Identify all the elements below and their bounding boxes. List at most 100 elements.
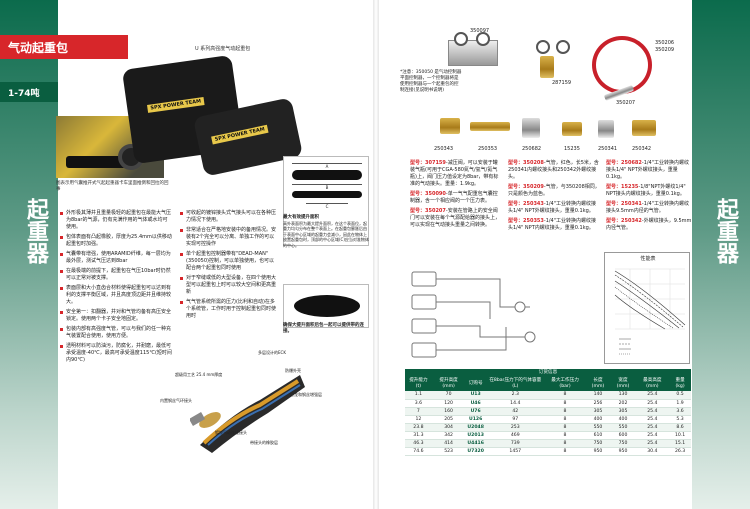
feature-bullet: 单个起重包控制器带有"DEAD-MAN" (350050)控制，可以单独使用，也… xyxy=(180,251,278,272)
left-vertical-title: 起重器 xyxy=(23,198,48,264)
forklift-caption: 图表示用气囊推开式气起起重器卡车里面推倒和回拉的回事 xyxy=(56,181,169,192)
controller-note: *注意：350050 是气动控制器平面控制器，一个控制器将是使用控制器与一个起重… xyxy=(400,70,462,93)
table-cell: U2048 xyxy=(465,423,486,432)
table-header-row: 提升能力(t)提升高度(mm)订购号在8bar压力下的气体容量(L)最大工作压力… xyxy=(405,377,691,391)
feature-bullet: 外形极其薄并且重量极轻的起重包在最能大气压为8bar的气源，仍有充满作用的气体或… xyxy=(60,210,172,231)
performance-chart-title: 性能表 xyxy=(640,256,656,262)
fitting-photo xyxy=(470,122,510,131)
table-group-label: 订货信息 xyxy=(405,369,691,377)
table-cell: 140 xyxy=(585,391,611,400)
table-cell: 8 xyxy=(544,423,586,432)
lifting-bags-photo: SPX POWER TEAM SPX POWER TEAM xyxy=(121,52,308,177)
table-cell: 2.3 xyxy=(485,391,545,400)
table-cell: 23.8 xyxy=(405,423,432,432)
model-number: 15235 xyxy=(621,184,639,190)
table-cell: 42 xyxy=(485,407,545,416)
dim-a: A xyxy=(292,163,362,169)
lift-area-note-text: 高外表面积为最大提升面积，在这个表面位，起重力均匀分布在整个表面上。在起重包膨胀… xyxy=(283,220,369,248)
subtitle-bar xyxy=(0,82,58,102)
model-text: -气管，红色，长5米，含250341内螺纹接头和250342外螺纹接头。 xyxy=(508,160,599,180)
table-cell: 550 xyxy=(585,423,611,432)
model-number: 307159 xyxy=(425,160,446,166)
table-cell: 25.4 xyxy=(635,407,670,416)
fitting-photo xyxy=(440,118,460,134)
feature-bullet: 包体表面有凸起橡胶，厚度为25.4mm以供移动起重包时加强。 xyxy=(60,234,172,248)
model-description: 型号：250682-1/4"工业转换内螺纹接头1/4" NPT外螺纹接头，重量0… xyxy=(606,160,692,181)
feature-list-col1: 外形极其薄并且重量极轻的起重包在最能大气压为8bar的气源，仍有充满作用的气体或… xyxy=(60,210,172,367)
inflated-bag-diagram xyxy=(283,284,369,328)
table-cell: 70 xyxy=(431,391,466,400)
inflated-bag-shape xyxy=(294,295,360,317)
gauge-icon xyxy=(476,32,490,46)
model-prefix: 型号： xyxy=(508,160,524,166)
cutaway-label: 尼龙和钢丝增强层 xyxy=(290,392,322,397)
table-cell: 25.4 xyxy=(635,415,670,424)
table-cell: 550 xyxy=(610,423,636,432)
dim-c: C xyxy=(306,203,348,209)
table-cell: 8 xyxy=(544,431,586,440)
lift-area-note: 最大有效提升面积 高外表面积为最大提升面积，在这个表面位，起重力均匀分布在整个表… xyxy=(283,214,369,248)
table-cell: 8 xyxy=(544,391,586,400)
bag-profile xyxy=(292,191,362,198)
lift-area-note-title: 最大有效提升面积 xyxy=(283,215,319,220)
table-cell: 8 xyxy=(544,407,586,416)
model-text: -外螺纹接头，9.5mm内径气管。 xyxy=(606,218,692,231)
page-gutter xyxy=(373,0,379,509)
cutaway-label: 内置钢丝气环接头 xyxy=(160,398,192,403)
dim-b: B xyxy=(292,184,362,190)
model-number: 350209 xyxy=(523,184,544,190)
table-cell: U7320 xyxy=(465,447,486,456)
model-prefix: 型号： xyxy=(410,208,426,214)
model-prefix: 型号： xyxy=(606,201,622,207)
cutaway-label: 多层设计的ECK xyxy=(258,350,286,355)
table-cell: 130 xyxy=(610,391,636,400)
table-cell: 1457 xyxy=(485,447,545,456)
table-header-cell: 最大工作压力(bar) xyxy=(544,377,586,391)
model-number: 350207 xyxy=(425,208,446,214)
gauge-icon xyxy=(556,40,570,54)
table-cell: 10.1 xyxy=(669,431,691,440)
table-cell: U126 xyxy=(465,415,486,424)
part-number: 350097 xyxy=(470,28,490,34)
lifting-bag-shape xyxy=(66,156,126,168)
cutaway-label: 带接头的橡胶层 xyxy=(250,440,278,445)
table-cell: 1.1 xyxy=(405,391,432,400)
model-prefix: 型号： xyxy=(508,201,524,207)
table-cell: 160 xyxy=(431,407,466,416)
manifold-controller xyxy=(448,40,498,66)
table-cell: 25.4 xyxy=(635,431,670,440)
part-number: 287159 xyxy=(552,80,572,86)
table-cell: 25.4 xyxy=(635,391,670,400)
feature-bullet: 安全第一：扣翻器，并对和气管均备有高压安全锁定。使用两个卡子安全地固定。 xyxy=(60,309,172,323)
lift-area-diagram: A B C xyxy=(283,156,369,246)
fitting-photo xyxy=(632,120,656,136)
table-cell: 400 xyxy=(610,415,636,424)
table-cell: 610 xyxy=(585,431,611,440)
feature-bullet: 气囊带有增强，使用ARAMID纤维，每一层均为最外层，测试气压达到8bar xyxy=(60,251,172,265)
part-number: 250353 xyxy=(478,146,498,152)
table-header-cell: 提升能力(t) xyxy=(405,377,432,391)
table-cell: 97 xyxy=(485,415,545,424)
table-cell: 256 xyxy=(585,399,611,408)
right-green-band xyxy=(692,0,750,509)
table-cell: 5.3 xyxy=(669,415,691,424)
fitting-photo xyxy=(522,118,540,138)
table-header-cell: 长度(mm) xyxy=(585,377,611,391)
table-cell: 7 xyxy=(405,407,432,416)
model-description: 型号：350208-气管，红色，长5米，含250341内螺纹接头和250342外… xyxy=(508,160,600,181)
table-cell: 8 xyxy=(544,447,586,456)
page-title: 气动起重包 xyxy=(8,41,69,55)
table-cell: 31.3 xyxy=(405,431,432,440)
model-prefix: 型号： xyxy=(606,218,622,224)
performance-chart: 性能表 xyxy=(604,252,690,364)
table-cell: 469 xyxy=(485,431,545,440)
model-description: 型号：350090-单一气气配重包气囊控制器，含一个相应阀的一个压力表。 xyxy=(410,191,502,205)
part-number: 15235 xyxy=(564,146,580,152)
feature-bullet: 非常适合在严格地安装中的备用情况。安装有2个完全可以分离、单独工作的可以实现可控… xyxy=(180,227,278,248)
